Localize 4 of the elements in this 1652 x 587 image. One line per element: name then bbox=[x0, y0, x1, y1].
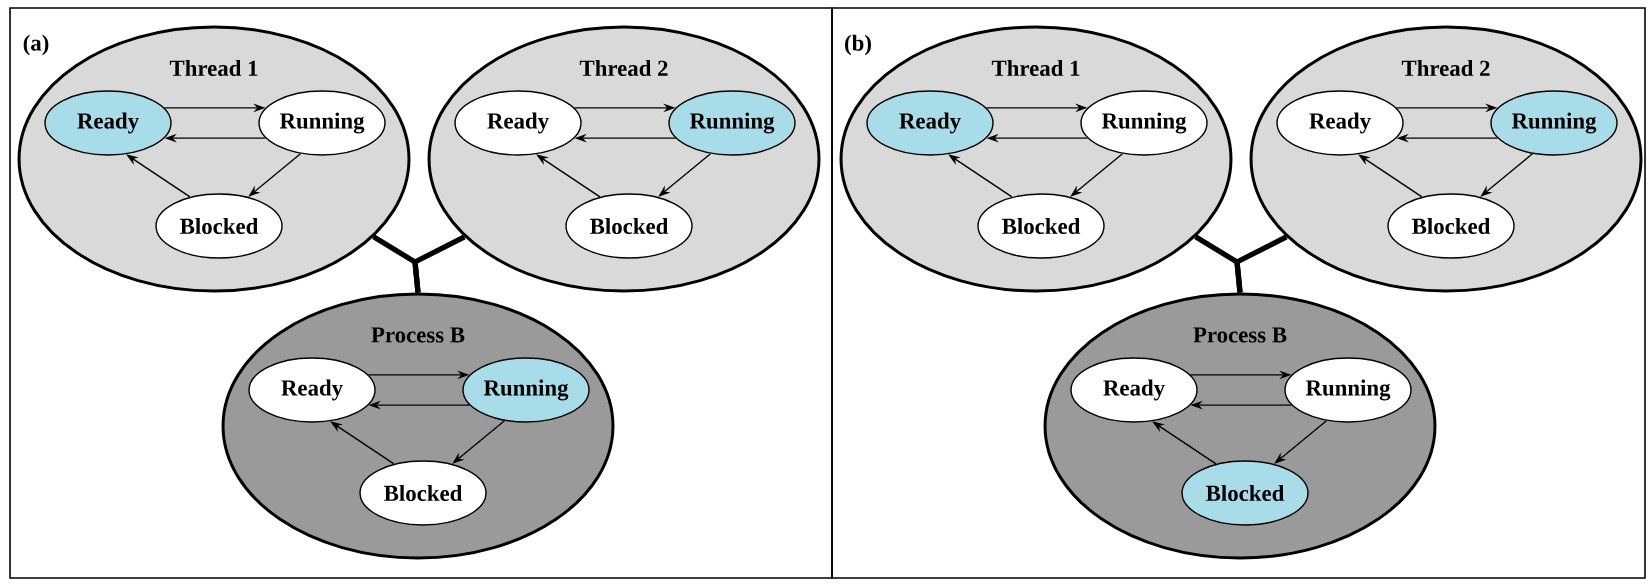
panel-label: (a) bbox=[23, 34, 49, 56]
connector-line bbox=[1234, 234, 1288, 293]
connector-line bbox=[412, 234, 466, 293]
panel-label: (b) bbox=[845, 34, 871, 56]
